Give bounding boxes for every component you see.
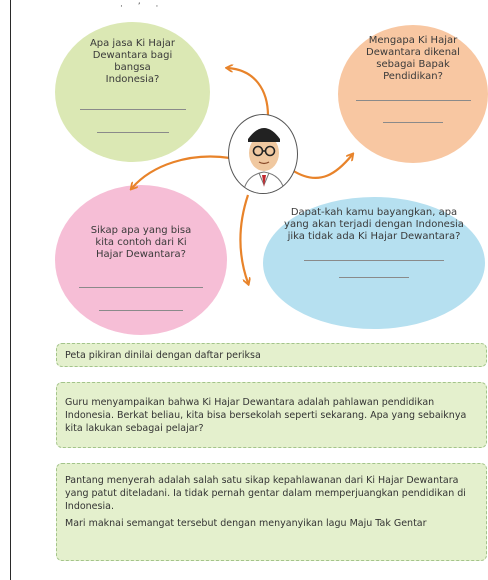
peta-pikiran-text: Peta pikiran dinilai dengan daftar perik… <box>65 350 261 361</box>
answer-line[interactable] <box>339 277 409 278</box>
guru-text: Guru menyampaikan bahwa Ki Hajar Dewanta… <box>65 397 467 434</box>
answer-line[interactable] <box>79 287 203 288</box>
bubble-question: Apa jasa Ki Hajar Dewantara bagi bangsa … <box>89 38 176 85</box>
arrow-to-jasa <box>228 68 270 117</box>
answer-line[interactable] <box>355 100 471 101</box>
arrow-to-bayangkan <box>239 194 249 283</box>
bubble-bapak-pendidikan: Mengapa Ki Hajar Dewantara dikenal sebag… <box>338 25 488 163</box>
ki-hajar-dewantara-portrait-icon <box>228 114 298 194</box>
top-marks: · ʼ · <box>120 2 165 12</box>
guru-box: Guru menyampaikan bahwa Ki Hajar Dewanta… <box>56 382 487 448</box>
bubble-jasa: Apa jasa Ki Hajar Dewantara bagi bangsa … <box>55 22 210 162</box>
bubble-question: Sikap apa yang bisa kita contoh dari Ki … <box>90 225 192 260</box>
bubble-sikap: Sikap apa yang bisa kita contoh dari Ki … <box>55 185 227 335</box>
arrow-to-sikap <box>132 155 231 188</box>
answer-line[interactable] <box>383 122 443 123</box>
maju-tak-gentar-text: Mari maknai semangat tersebut dengan men… <box>65 518 427 529</box>
left-margin-rule <box>10 0 11 580</box>
pantang-menyerah-box: Pantang menyerah adalah salah satu sikap… <box>56 463 487 561</box>
arrow-to-bapak <box>291 155 352 179</box>
answer-line[interactable] <box>99 310 183 311</box>
peta-pikiran-box: Peta pikiran dinilai dengan daftar perik… <box>56 343 487 367</box>
answer-line[interactable] <box>304 260 444 261</box>
mind-map-arrows <box>0 0 488 340</box>
bubble-question: Mengapa Ki Hajar Dewantara dikenal sebag… <box>366 35 460 82</box>
answer-line[interactable] <box>79 109 186 110</box>
answer-line[interactable] <box>96 132 169 133</box>
pantang-menyerah-text: Pantang menyerah adalah salah satu sikap… <box>65 475 466 512</box>
bubble-bayangkan: Dapat-kah kamu bayangkan, apa yang akan … <box>263 197 485 329</box>
bubble-question: Dapat-kah kamu bayangkan, apa yang akan … <box>284 207 464 242</box>
